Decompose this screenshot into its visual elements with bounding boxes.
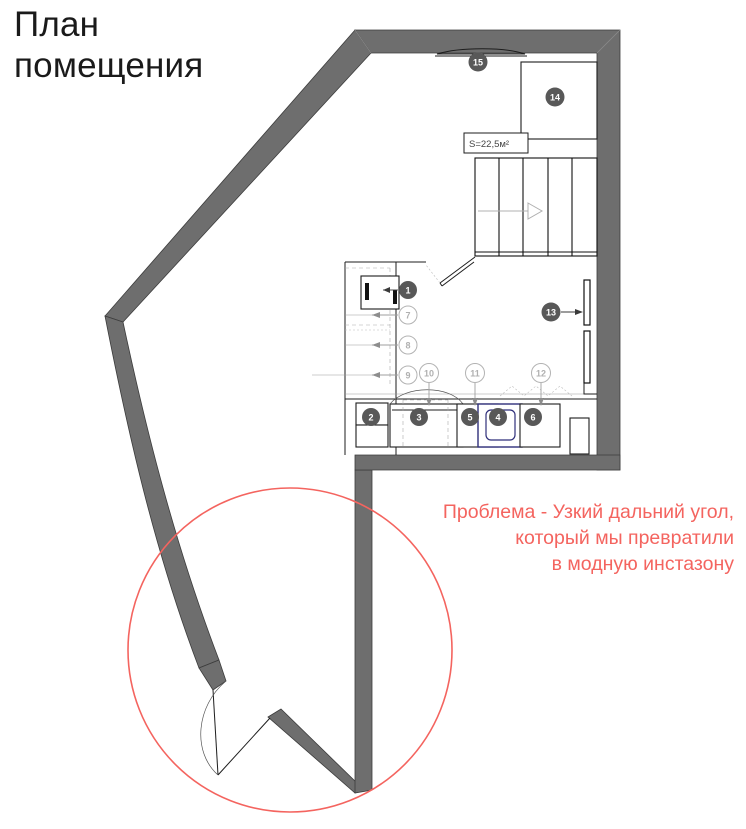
wall-bottom-angled xyxy=(267,708,360,794)
plan-marker-12[interactable]: 12 xyxy=(531,363,551,383)
stair-outline xyxy=(474,157,598,257)
marker-8-label: 8 xyxy=(405,341,410,351)
marker-3-circle xyxy=(410,408,428,426)
plan-marker-9[interactable]: 9 xyxy=(398,365,418,385)
leader-9-arrowhead-icon xyxy=(372,372,380,378)
area-label-box: S=22,5м² xyxy=(463,132,529,154)
leader-10-arrowhead-icon xyxy=(426,398,432,406)
wall-element-13-upper xyxy=(583,279,591,326)
kitchen-upper-cab-dashed xyxy=(345,267,391,385)
marker-14-label: 14 xyxy=(550,93,560,103)
marker-11-label: 11 xyxy=(470,369,480,379)
marker-5-circle xyxy=(461,408,479,426)
door-opening-bottom xyxy=(200,680,271,776)
leader-13-arrowhead-icon xyxy=(575,309,583,315)
unit-1-handle-right xyxy=(393,290,397,304)
leader-lines xyxy=(372,287,583,406)
plan-marker-3[interactable]: 3 xyxy=(410,408,428,426)
leader-11-arrowhead-icon xyxy=(472,398,478,406)
unit-3-box xyxy=(389,403,464,448)
wall-bevel-top xyxy=(354,29,621,54)
marker-10-circle xyxy=(419,363,439,383)
unit-6-box xyxy=(519,403,561,448)
leader-12-arrowhead-icon xyxy=(538,398,544,406)
leader-7-arrowhead-icon xyxy=(372,312,380,318)
marker-10-label: 10 xyxy=(424,369,434,379)
partition-cap xyxy=(439,282,443,287)
wall-bottom-upper-room xyxy=(354,454,621,471)
door-leaf-2 xyxy=(217,717,271,776)
marker-1-label: 1 xyxy=(405,286,410,296)
marker-7-circle xyxy=(398,305,418,325)
unit-3-dashed-inset xyxy=(402,399,449,447)
marker-15-circle xyxy=(468,52,488,72)
unit-1-handle-left xyxy=(365,283,369,300)
marker-8-circle xyxy=(398,335,418,355)
hatch-zone-11-12 xyxy=(499,385,573,397)
door-leaf xyxy=(212,689,219,776)
wall-right-vertical xyxy=(354,469,373,794)
marker-6-label: 6 xyxy=(530,413,535,423)
problem-highlight-circle xyxy=(127,487,453,813)
markers-light: 7 8 9 10 11 12 xyxy=(398,305,551,385)
unit-3-curved-top xyxy=(389,389,464,405)
plan-marker-14[interactable]: 14 xyxy=(545,87,565,107)
marker-13-circle xyxy=(541,302,561,322)
stair-treads xyxy=(498,158,573,256)
leader-8-arrowhead-icon xyxy=(372,342,380,348)
leader-1-arrowhead-icon xyxy=(383,287,390,293)
staircase xyxy=(474,157,598,257)
unit-2-box-lower xyxy=(355,424,389,448)
partition-edge-inner xyxy=(441,261,475,287)
fixture-15-shape xyxy=(436,48,526,55)
marker-12-circle xyxy=(531,363,551,383)
marker-12-label: 12 xyxy=(536,369,546,379)
stair-direction-arrow-icon xyxy=(527,202,544,220)
marker-3-label: 3 xyxy=(416,413,421,423)
plan-marker-10[interactable]: 10 xyxy=(419,363,439,383)
plan-marker-7[interactable]: 7 xyxy=(398,305,418,325)
marker-1-circle xyxy=(399,281,417,299)
partition-dashed-return xyxy=(425,264,441,284)
wall-left-lower xyxy=(104,315,220,669)
niche-opening xyxy=(569,417,590,455)
wall-element-13-return xyxy=(583,383,597,395)
marker-2-label: 2 xyxy=(368,413,373,423)
wall-niche-bottom-right xyxy=(569,417,590,455)
marker-2-circle xyxy=(362,408,380,426)
marker-7-label: 7 xyxy=(405,311,410,321)
plan-marker-11[interactable]: 11 xyxy=(465,363,485,383)
marker-4-label: 4 xyxy=(495,413,500,423)
marker-14-circle xyxy=(545,87,565,107)
problem-annotation-text: Проблема - Узкий дальний угол, который м… xyxy=(442,501,734,575)
marker-15-label: 15 xyxy=(473,58,483,68)
plan-marker-4[interactable]: 4 xyxy=(489,408,507,426)
plan-marker-1[interactable]: 1 xyxy=(399,281,417,299)
plan-marker-15[interactable]: 15 xyxy=(468,52,488,72)
wall-element-13 xyxy=(583,279,597,395)
page-title: План помещения xyxy=(14,5,204,86)
marker-6-circle xyxy=(524,408,542,426)
angled-partition xyxy=(345,256,476,287)
wall-element-13-lower xyxy=(583,330,591,384)
marker-9-circle xyxy=(398,365,418,385)
outer-walls xyxy=(104,29,621,794)
marker-9-label: 9 xyxy=(405,371,410,381)
marker-4-circle xyxy=(489,408,507,426)
door-swing-arc xyxy=(200,680,227,776)
plan-marker-6[interactable]: 6 xyxy=(524,408,542,426)
marker-11-circle xyxy=(465,363,485,383)
area-box-outline xyxy=(463,132,529,154)
marker-13-label: 13 xyxy=(546,308,556,318)
plan-marker-5[interactable]: 5 xyxy=(461,408,479,426)
plan-marker-8[interactable]: 8 xyxy=(398,335,418,355)
plan-marker-2[interactable]: 2 xyxy=(362,408,380,426)
area-label-text: S=22,5м² xyxy=(469,139,509,150)
plan-marker-13[interactable]: 13 xyxy=(541,302,561,322)
partition-edge-outer xyxy=(439,256,476,284)
marker-5-label: 5 xyxy=(467,413,472,423)
